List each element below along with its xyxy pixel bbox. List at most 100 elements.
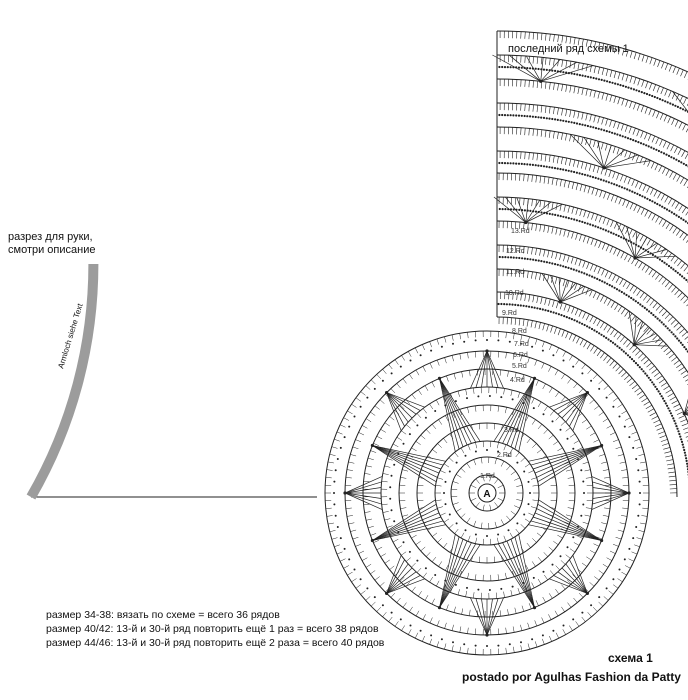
stitch-mark	[567, 305, 571, 313]
stitch-mark	[351, 578, 357, 583]
stitch-mark	[553, 58, 555, 66]
chain-dot	[586, 325, 589, 328]
stitch-mark	[637, 53, 641, 61]
stitch-mark	[678, 415, 686, 419]
chain-dot	[593, 276, 596, 279]
chain-dot	[683, 448, 686, 452]
stitch-mark	[536, 532, 542, 537]
stitch-mark	[651, 214, 656, 221]
stitch-mark	[399, 484, 406, 486]
stitch-mark	[637, 206, 641, 213]
stitch-mark	[561, 59, 563, 67]
chain-dot	[531, 163, 535, 166]
chain-dot	[532, 258, 535, 261]
stitch-mark	[540, 129, 543, 137]
chain-dot	[556, 118, 559, 121]
stitch-mark	[628, 229, 633, 236]
stitch-mark	[666, 463, 674, 466]
stitch-mark	[497, 484, 504, 489]
stitch-mark	[620, 251, 625, 259]
fan-stitch-line	[634, 231, 638, 259]
stitch-mark	[451, 334, 454, 341]
stitch-mark	[674, 289, 680, 296]
stitch-mark	[445, 565, 449, 571]
stitch-mark	[591, 187, 595, 195]
chain-dot	[466, 397, 468, 400]
chain-dot	[639, 142, 643, 145]
stitch-mark	[523, 246, 525, 254]
stitch-mark	[654, 372, 660, 377]
stitch-mark	[544, 574, 548, 581]
stitch-mark	[517, 392, 521, 398]
stitch-mark	[594, 239, 598, 247]
stitch-mark	[603, 355, 609, 361]
stitch-mark	[606, 326, 612, 333]
chain-dot	[512, 208, 515, 211]
stitch-mark	[459, 626, 462, 633]
fan-stitch-line	[372, 512, 440, 541]
stitch-mark	[536, 105, 539, 113]
chain-dot	[640, 91, 643, 94]
stitch-mark	[411, 534, 417, 539]
chain-dot	[666, 404, 669, 407]
stitch-mark	[567, 477, 574, 479]
stitch-mark	[656, 111, 660, 119]
stitch-mark	[645, 56, 649, 63]
chain-dot	[416, 559, 419, 562]
stitch-mark	[569, 625, 573, 631]
stitch-mark	[645, 266, 650, 273]
stitch-mark	[388, 616, 393, 622]
chain-dot	[624, 85, 628, 88]
stitch-mark	[520, 334, 523, 341]
stitch-mark	[527, 174, 529, 182]
chain-dot	[624, 352, 628, 355]
stitch-mark	[671, 92, 676, 100]
chain-dot	[497, 644, 500, 647]
chain-dot	[390, 474, 393, 477]
stitch-mark	[598, 379, 604, 385]
stitch-mark	[528, 56, 530, 64]
chain-dot	[424, 567, 427, 570]
stitch-mark	[553, 82, 555, 90]
fan-apex	[682, 412, 686, 416]
chain-dot	[531, 638, 534, 641]
stitch-mark	[415, 441, 421, 446]
stitch-mark	[494, 478, 499, 484]
stitch-mark	[627, 255, 632, 263]
fan-stitch-line	[372, 503, 437, 541]
chain-dot	[675, 214, 678, 217]
chain-dot	[623, 292, 626, 295]
stitch-mark	[444, 622, 447, 629]
stitch-mark	[624, 125, 628, 132]
stitch-mark	[467, 627, 469, 634]
chain-dot	[501, 256, 504, 259]
stitch-mark	[606, 557, 613, 561]
stitch-mark	[561, 108, 563, 116]
stitch-mark	[482, 504, 485, 511]
chain-dot	[658, 204, 661, 207]
chain-dot	[512, 114, 515, 117]
stitch-mark	[343, 565, 350, 569]
chain-dot	[511, 398, 514, 401]
chain-dot	[557, 313, 561, 316]
chain-dot	[523, 209, 527, 212]
stitch-mark	[613, 96, 617, 103]
stitch-mark	[400, 477, 407, 479]
stitch-mark	[520, 151, 522, 159]
chain-dot	[608, 130, 611, 133]
chain-dot	[566, 546, 569, 549]
stitch-mark	[657, 245, 662, 252]
stitch-mark	[535, 600, 539, 606]
chain-dot	[463, 643, 466, 646]
stitch-mark	[523, 222, 525, 230]
stitch-mark	[420, 434, 426, 440]
chain-dot	[570, 121, 573, 124]
chain-dot	[629, 138, 632, 141]
chain-dot	[671, 103, 675, 106]
stitch-mark	[505, 627, 507, 634]
chain-dot	[526, 67, 529, 70]
stitch-mark	[613, 584, 619, 589]
stitch-mark	[365, 385, 371, 390]
fan-stitch-line	[439, 378, 481, 442]
chain-dot	[501, 113, 504, 117]
